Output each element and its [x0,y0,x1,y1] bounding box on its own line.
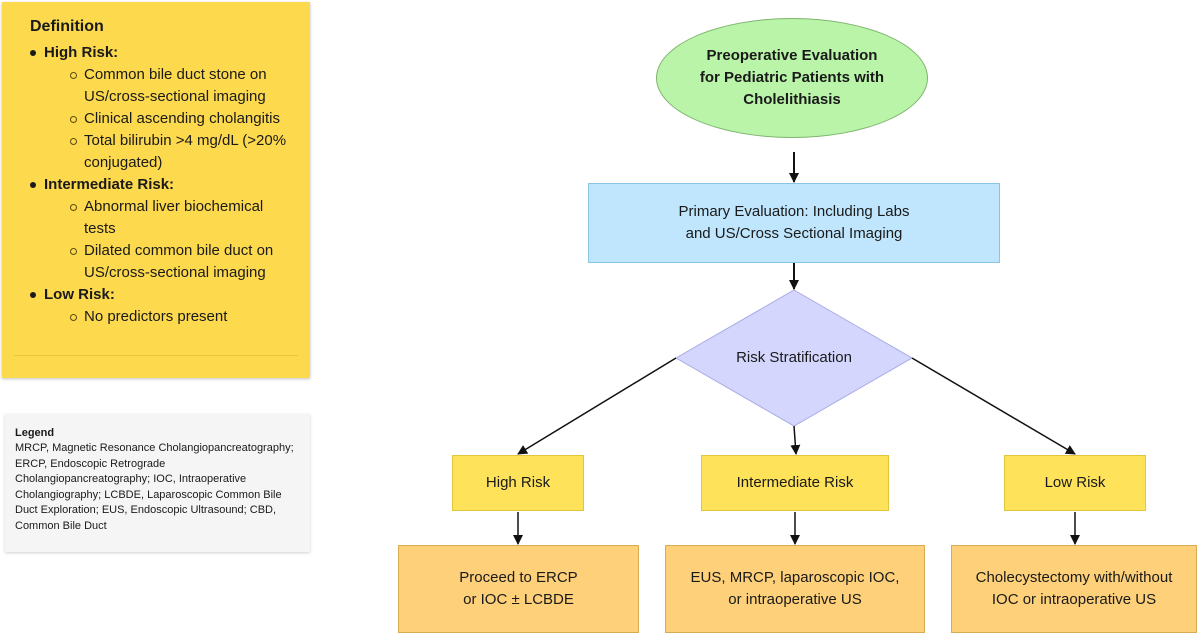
arrow-decision-to-low-risk [911,357,1076,455]
legend-panel: Legend MRCP, Magnetic Resonance Cholangi… [5,414,310,552]
high-risk-node: High Risk [452,455,584,511]
low-risk-definition: Low Risk: No predictors present [30,284,296,328]
list-item: Total bilirubin >4 mg/dL (>20% conjugate… [70,130,296,174]
low-risk-node: Low Risk [1004,455,1146,511]
risk-definition-list: High Risk: Common bile duct stone on US/… [30,42,296,328]
legend-text: MRCP, Magnetic Resonance Cholangiopancre… [15,442,294,532]
arrow-decision-to-high-risk [517,357,677,455]
high-risk-label: High Risk: [44,44,119,61]
list-item: Common bile duct stone on US/cross-secti… [70,64,296,108]
low-risk-action-node: Cholecystectomy with/without IOC or intr… [951,545,1197,633]
intermediate-risk-criteria: Abnormal liver biochemical tests Dilated… [44,196,296,284]
high-risk-action-node: Proceed to ERCP or IOC ± LCBDE [398,545,639,633]
list-item: No predictors present [70,306,296,328]
intermediate-risk-node: Intermediate Risk [701,455,889,511]
intermediate-risk-label: Intermediate Risk: [44,176,175,193]
low-risk-label: Low Risk: [44,286,115,303]
list-item: Abnormal liver biochemical tests [70,196,296,240]
definition-panel: Definition High Risk: Common bile duct s… [2,2,310,378]
high-risk-definition: High Risk: Common bile duct stone on US/… [30,42,296,174]
high-risk-criteria: Common bile duct stone on US/cross-secti… [44,64,296,174]
start-node: Preoperative Evaluation for Pediatric Pa… [656,18,928,138]
low-risk-criteria: No predictors present [44,306,296,328]
risk-stratification-label: Risk Stratification [736,349,852,366]
divider [14,355,298,356]
arrow-decision-to-intermediate-risk [790,425,801,455]
primary-evaluation-node: Primary Evaluation: Including Labs and U… [588,183,1000,263]
list-item: Dilated common bile duct on US/cross-sec… [70,240,296,284]
legend-title: Legend [15,427,55,439]
definition-title: Definition [30,18,104,35]
list-item: Clinical ascending cholangitis [70,108,296,130]
intermediate-risk-action-node: EUS, MRCP, laparoscopic IOC, or intraope… [665,545,925,633]
intermediate-risk-definition: Intermediate Risk: Abnormal liver bioche… [30,174,296,284]
